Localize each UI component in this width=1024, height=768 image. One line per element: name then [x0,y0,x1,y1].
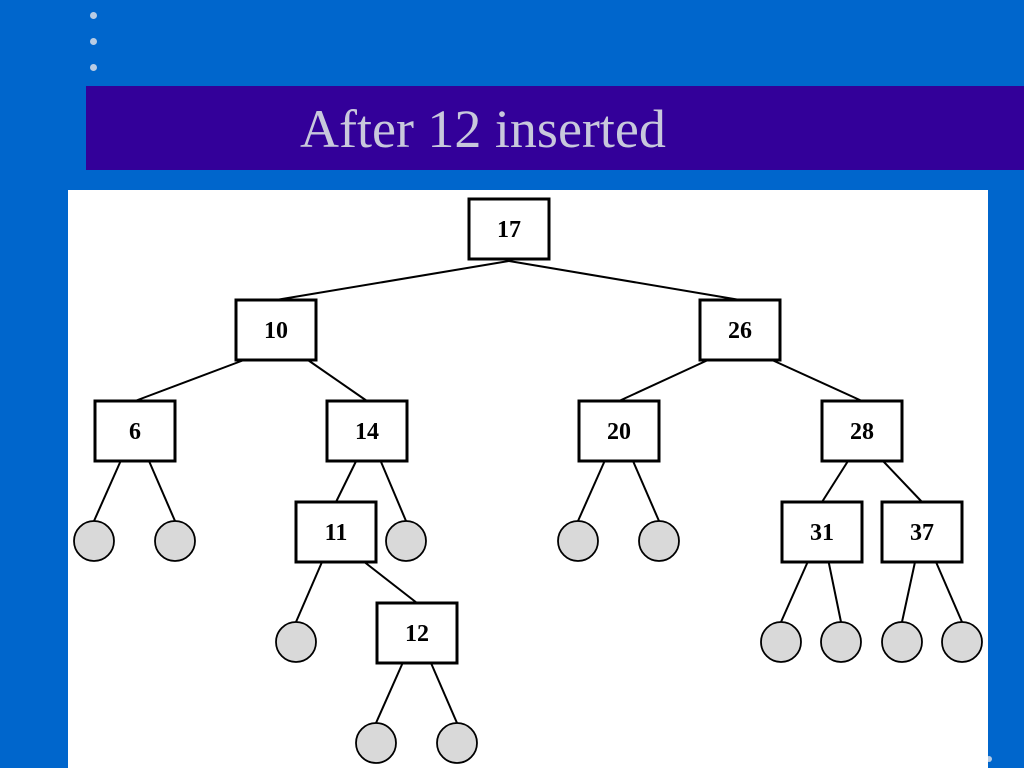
bullet-dot-2 [90,38,97,45]
null-leaf [275,621,317,663]
tree-edge [827,561,842,623]
tree-edge [379,460,407,522]
node-label: 31 [810,520,834,546]
tree-node-11: 11 [294,500,378,564]
node-label: 12 [405,621,429,647]
null-leaf [73,520,115,562]
node-box [577,399,661,463]
tree-node-12: 12 [375,601,459,665]
null-leaf [820,621,862,663]
tree-edge [375,662,404,724]
bullet-dot-1 [90,12,97,19]
corner-dot [986,756,992,762]
node-box [375,601,459,665]
null-leaf [557,520,599,562]
node-label: 10 [264,318,288,344]
node-box [467,197,551,261]
null-leaf [638,520,680,562]
null-leaf [154,520,196,562]
tree-node-10: 10 [234,298,318,362]
tree-edge [618,359,709,402]
node-box [780,500,864,564]
tree-edge [134,359,245,402]
tree-edge [363,561,418,604]
node-label: 14 [355,419,379,445]
null-leaf [941,621,983,663]
diagram-canvas: 17 10 26 6 14 20 28 11 31 37 12 [68,190,988,768]
tree-edge [780,561,809,623]
title-bar: After 12 inserted [86,86,1024,170]
node-label: 28 [850,419,874,445]
tree-node-20: 20 [577,399,661,463]
tree-node-31: 31 [780,500,864,564]
node-box [93,399,177,463]
node-label: 17 [497,217,521,243]
node-box [325,399,409,463]
tree-edge [632,460,660,522]
null-leaf [355,722,397,764]
null-leaf [436,722,478,764]
node-label: 20 [607,419,631,445]
tree-edge [335,460,358,503]
null-leaf [760,621,802,663]
tree-edge [882,460,923,503]
tree-edge [771,359,863,402]
tree-edge [901,561,916,623]
tree-diagram: 17 10 26 6 14 20 28 11 31 37 12 [73,197,983,764]
node-box [294,500,378,564]
slide-title: After 12 inserted [300,99,666,159]
node-box [234,298,318,362]
tree-edge [577,460,606,522]
tree-node-17: 17 [467,197,551,261]
node-box [820,399,904,463]
tree-node-6: 6 [93,399,177,463]
tree-edge [148,460,176,522]
node-label: 11 [325,520,348,546]
tree-edge [307,359,368,402]
tree-edge [295,561,323,623]
tree-edge [430,662,458,724]
tree-node-37: 37 [880,500,964,564]
node-label: 37 [910,520,934,546]
tree-edge [821,460,849,503]
null-leaf [881,621,923,663]
node-label: 26 [728,318,752,344]
tree-node-26: 26 [698,298,782,362]
tree-edge [275,260,510,301]
node-box [698,298,782,362]
tree-node-28: 28 [820,399,904,463]
tree-edge [508,260,741,301]
tree-node-14: 14 [325,399,409,463]
null-leaf [385,520,427,562]
tree-edge [93,460,122,522]
tree-edge [935,561,963,623]
bullet-dot-3 [90,64,97,71]
node-box [880,500,964,564]
node-label: 6 [129,419,141,445]
